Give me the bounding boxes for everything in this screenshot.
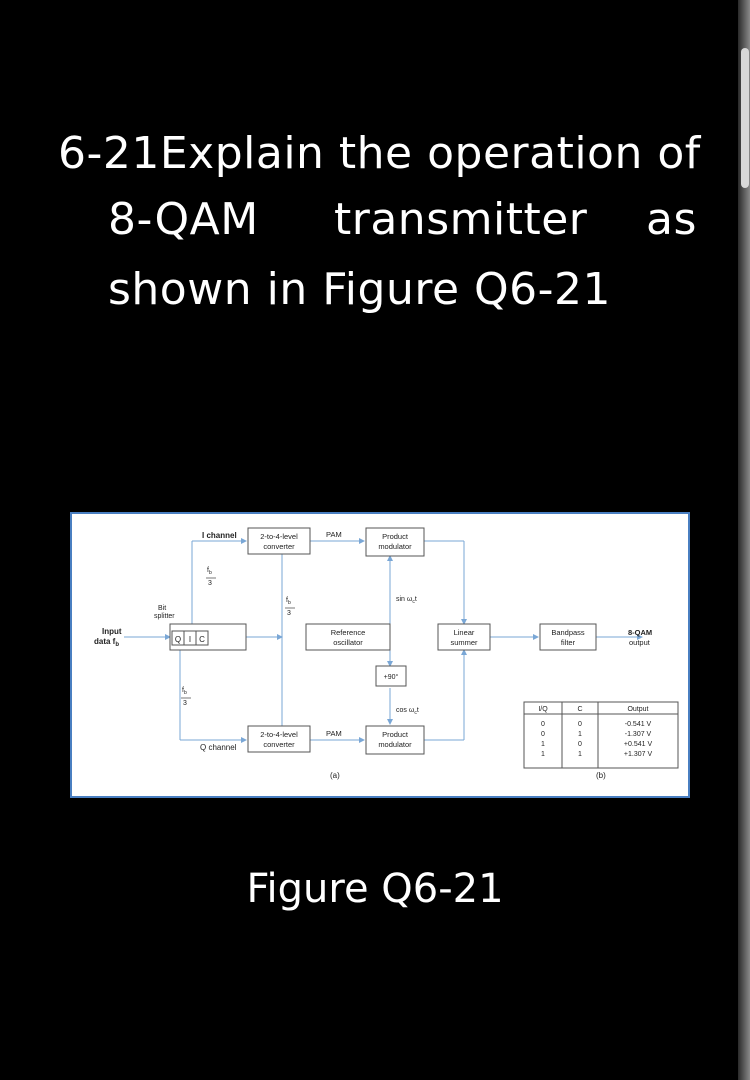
prod-bot-label-1: Product	[382, 730, 409, 739]
table-cell: 1	[541, 751, 545, 758]
product-modulator-bot: Product modulator	[365, 725, 425, 755]
question-number: 6-21	[58, 128, 160, 179]
prod-top-label-1: Product	[382, 532, 409, 541]
block-diagram: Q I C Bit splitter Input data fb I chann…	[94, 527, 679, 780]
table-cell: 0	[578, 721, 582, 728]
fb3-den-2: 3	[287, 610, 291, 617]
summer-label-1: Linear	[454, 628, 475, 637]
question-line-1: 6-21Explain the operation of	[58, 128, 701, 180]
converter-bot-label-2: converter	[263, 740, 295, 749]
question-line-3: shown in Figure Q6-21	[108, 264, 612, 315]
part-a-label: (a)	[330, 771, 340, 780]
question-line-2-word-3: as	[646, 194, 697, 245]
bit-splitter-label-1: Bit	[158, 605, 166, 612]
bpf-label-1: Bandpass	[551, 628, 585, 637]
table-cell: +0.541 V	[624, 741, 653, 748]
bit-splitter-label-2: splitter	[154, 613, 175, 620]
table-cell: 1	[578, 731, 582, 738]
table-header-iq: I/Q	[538, 706, 548, 713]
product-modulator-top: Product modulator	[365, 527, 425, 557]
fb3-label-2: fb	[286, 597, 291, 606]
reference-oscillator: Reference oscillator	[305, 623, 391, 651]
ref-osc-label-2: oscillator	[333, 638, 363, 647]
question-text-line-1: Explain the operation of	[159, 128, 701, 179]
input-label-1: Input	[102, 627, 122, 636]
table-cell: -1.307 V	[625, 731, 652, 738]
prod-top-label-2: modulator	[378, 542, 412, 551]
question-text: 6-21Explain the operation of 8-QAM trans…	[0, 0, 750, 340]
input-label-2: data fb	[94, 637, 119, 648]
question-line-2-word-2: transmitter	[334, 194, 588, 245]
table-cell: -0.541 V	[625, 721, 652, 728]
table-cell: 0	[578, 741, 582, 748]
output-label-2: output	[629, 638, 651, 647]
table-cell: 1	[578, 751, 582, 758]
figure-qam-transmitter: Q I C Bit splitter Input data fb I chann…	[70, 512, 690, 798]
table-cell: +1.307 V	[624, 751, 653, 758]
q-channel-label: Q channel	[200, 743, 237, 752]
part-b-label: (b)	[596, 771, 606, 780]
table-cell: 0	[541, 731, 545, 738]
cos-label: cos ωct	[396, 707, 419, 716]
table-header-c: C	[577, 706, 582, 713]
bit-splitter-block: Q I C	[169, 623, 247, 651]
table-cell: 0	[541, 721, 545, 728]
fb3-label-3: fb	[182, 687, 187, 696]
converter-top-label-2: converter	[263, 542, 295, 551]
bit-i-label: I	[189, 635, 191, 644]
fb3-label-1: fb	[207, 567, 212, 576]
converter-bot-label-1: 2-to-4-level	[260, 730, 298, 739]
sin-label: sin ωct	[396, 596, 417, 605]
table-header-output: Output	[627, 706, 648, 713]
truth-table: I/Q C Output 0 0 -0.541 V 0 1 -1.307 V 1…	[523, 701, 679, 769]
i-channel-label: I channel	[202, 531, 237, 540]
converter-bot-block: 2-to-4-level converter	[247, 725, 311, 753]
figure-caption: Figure Q6-21	[246, 866, 504, 912]
prod-bot-label-2: modulator	[378, 740, 412, 749]
linear-summer: Linear summer	[437, 623, 491, 651]
bit-q-label: Q	[175, 635, 181, 644]
summer-label-2: summer	[450, 638, 478, 647]
bpf-label-2: filter	[561, 638, 576, 647]
output-label-1: 8-QAM	[628, 628, 652, 637]
scrollbar-thumb[interactable]	[741, 48, 749, 188]
converter-top-block: 2-to-4-level converter	[247, 527, 311, 555]
fb3-den-1: 3	[208, 580, 212, 587]
pam-top-label: PAM	[326, 530, 342, 539]
phase-shifter: +90°	[375, 665, 407, 687]
fb3-den-3: 3	[183, 700, 187, 707]
converter-top-label-1: 2-to-4-level	[260, 532, 298, 541]
scrollbar-track[interactable]	[738, 0, 750, 1080]
phase-shift-label: +90°	[384, 673, 399, 681]
question-line-2-word-1: 8-QAM	[108, 194, 259, 245]
pam-bot-label: PAM	[326, 729, 342, 738]
bit-c-label: C	[199, 635, 205, 644]
fb3-labels: fb 3 fb 3 fb 3	[181, 567, 295, 707]
bandpass-filter: Bandpass filter	[539, 623, 597, 651]
ref-osc-label-1: Reference	[331, 628, 366, 637]
table-cell: 1	[541, 741, 545, 748]
